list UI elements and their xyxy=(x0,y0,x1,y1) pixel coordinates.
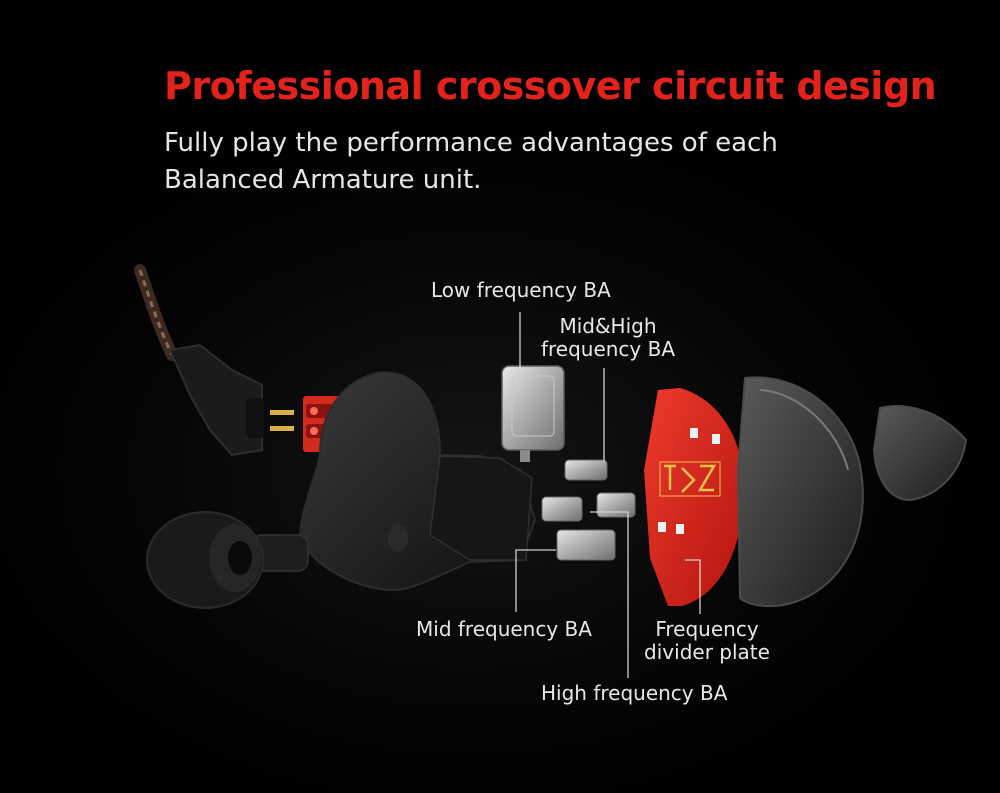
mid-frequency-ba-unit xyxy=(556,529,616,561)
line-high-frequency xyxy=(590,511,629,678)
inner-shell xyxy=(298,370,537,592)
low-frequency-ba-unit xyxy=(501,365,565,462)
callout-lines xyxy=(515,312,701,678)
callout-divider-line-1: Frequency xyxy=(655,617,759,641)
callout-frequency-divider-plate: Frequency divider plate xyxy=(640,618,774,664)
subtitle-line-1: Fully play the performance advantages of… xyxy=(164,128,778,158)
page-subtitle: Fully play the performance advantages of… xyxy=(164,125,804,199)
subtitle-line-2: Balanced Armature unit. xyxy=(164,165,482,195)
ear-tip xyxy=(146,511,309,609)
frequency-divider-plate xyxy=(644,388,744,606)
callout-divider-line-2: divider plate xyxy=(644,640,770,664)
callout-mid-high-line-2: frequency BA xyxy=(540,337,676,361)
mid-high-frequency-ba-unit xyxy=(564,459,608,481)
callout-low-frequency-ba: Low frequency BA xyxy=(431,278,611,302)
cable xyxy=(134,264,294,457)
callout-mid-high-frequency-ba: Mid&High frequency BA xyxy=(538,315,678,361)
high-frequency-ba-units xyxy=(541,492,636,522)
callout-high-frequency-ba: High frequency BA xyxy=(541,681,728,705)
shell-cap xyxy=(872,405,968,502)
faceplate xyxy=(736,376,864,608)
page-title: Professional crossover circuit design xyxy=(164,64,937,108)
callout-mid-frequency-ba: Mid frequency BA xyxy=(416,617,592,641)
line-divider-plate xyxy=(685,559,701,614)
line-mid-frequency xyxy=(515,549,556,612)
callout-mid-high-line-1: Mid&High xyxy=(559,314,657,338)
